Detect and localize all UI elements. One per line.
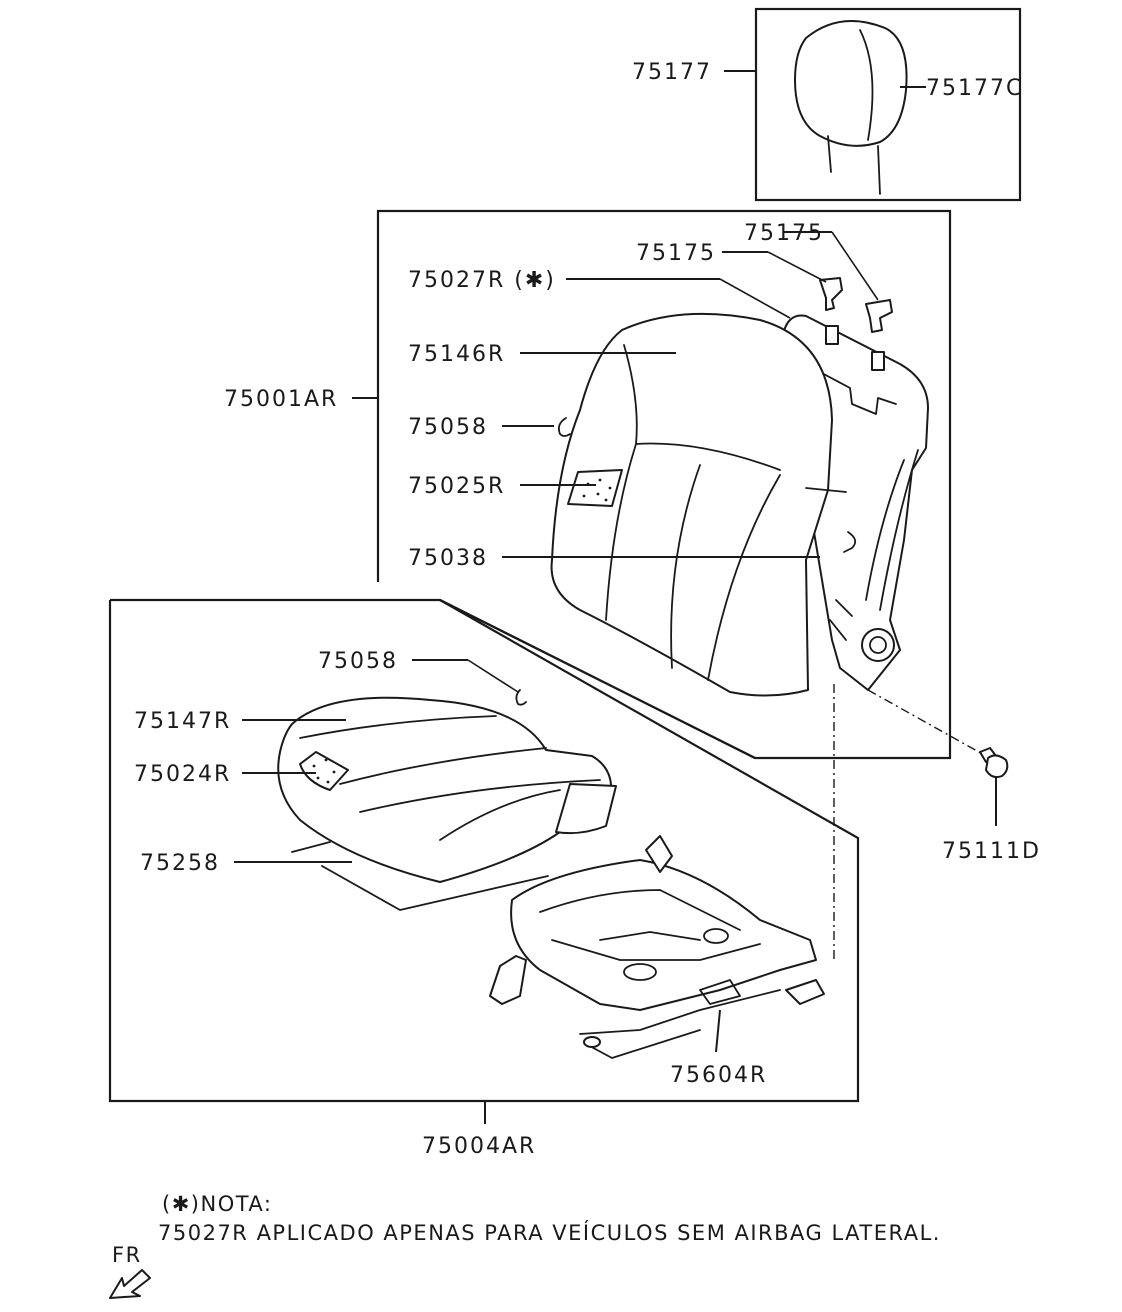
guide-1-pointer [767, 251, 827, 283]
cushion-box [108, 599, 860, 1103]
seat-slide-frame-icon [489, 835, 825, 1059]
label-75146R[interactable]: 75146R [408, 342, 505, 367]
guide-right-icon [865, 299, 893, 333]
headrest-icon [794, 19, 908, 195]
front-direction-arrow-icon [109, 1269, 151, 1299]
guide-2-pointer [831, 231, 879, 301]
seat-cushion-icon [277, 689, 617, 911]
airbag-part-pointer [719, 278, 791, 319]
cushion-group: 75004AR [108, 598, 860, 1159]
seatback-group: 75001AR [224, 209, 952, 760]
label-75177[interactable]: 75177 [632, 60, 712, 85]
label-75001AR[interactable]: 75001AR [224, 387, 338, 412]
label-75027R[interactable]: 75027R (✱) [408, 268, 556, 293]
label-75175-a[interactable]: 75175 [636, 241, 716, 266]
label-75058-back[interactable]: 75058 [408, 415, 488, 440]
label-75024R[interactable]: 75024R [134, 762, 231, 787]
bolt-icon [979, 747, 1009, 779]
label-75111D[interactable]: 75111D [942, 839, 1041, 864]
bolt-centerline [867, 689, 987, 757]
label-75175-b[interactable]: 75175 [744, 221, 824, 246]
direction-label: FR [112, 1243, 142, 1267]
hog-ring-cushion-pointer [467, 659, 519, 693]
guide-left-icon [819, 277, 843, 311]
slide-adjuster-leader [715, 1009, 721, 1053]
label-75038[interactable]: 75038 [408, 546, 488, 571]
note-title: (✱)NOTA: [162, 1192, 273, 1216]
seatback-icon [550, 277, 929, 697]
note-text: 75027R APLICADO APENAS PARA VEÍCULOS SEM… [158, 1220, 941, 1245]
label-75004AR[interactable]: 75004AR [422, 1134, 536, 1159]
label-75058-cushion[interactable]: 75058 [318, 649, 398, 674]
label-75258[interactable]: 75258 [140, 851, 220, 876]
label-75147R[interactable]: 75147R [134, 709, 231, 734]
headrest-box [754, 7, 1022, 202]
label-75604R[interactable]: 75604R [670, 1063, 767, 1088]
label-75025R[interactable]: 75025R [408, 474, 505, 499]
label-75177C[interactable]: 75177C [926, 76, 1023, 101]
bolt-group: 75111D [833, 684, 1041, 960]
headrest-group: 75177 75177C [632, 7, 1023, 202]
